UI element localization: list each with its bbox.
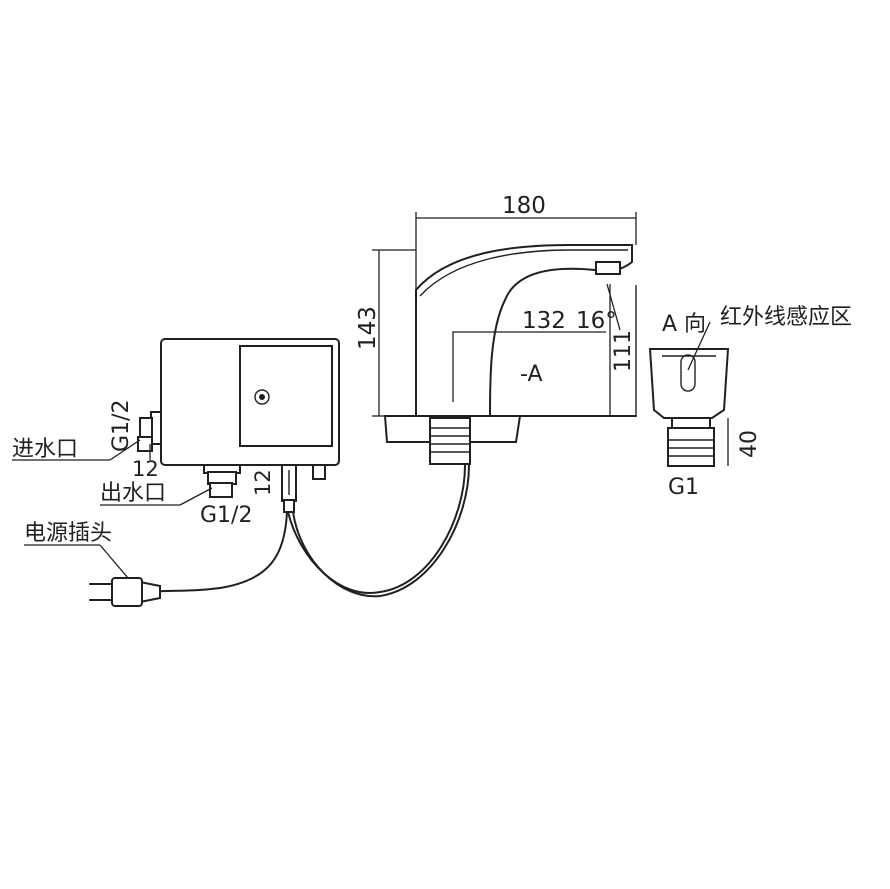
reach-dim-label: 132 [522,308,566,334]
sensor-head [648,348,730,419]
sensor-zone-label: 红外线感应区 [720,305,852,330]
infrared-sensor-window [680,354,696,392]
cable-connector [281,464,326,513]
power-cable [139,511,288,593]
dimension-lines [372,212,637,417]
outlet-dim-label: 12 [251,469,275,496]
faucet-shank [429,417,471,465]
shank-length-dim-label: 40 [737,430,762,458]
faucet-side-view [383,244,637,465]
shank-thread-label: G1 [668,475,699,500]
control-box-panel [239,345,333,447]
indicator-light-dot [259,394,265,400]
control-box [137,338,340,513]
inlet-fitting [137,411,162,452]
height-dim-label: 143 [355,306,381,350]
power-plug-label: 电源插头 [24,521,112,546]
sensor-view-a [648,321,730,467]
view-a-caption: A 向 [662,312,706,337]
sensor-shank [667,427,715,467]
aerator [595,261,621,275]
width-dim-label: 180 [502,193,546,219]
outlet-fitting [203,464,241,498]
angle-dim-label: 16° [576,308,617,334]
section-marker-label: -A [520,362,543,387]
sensor-cable-inner [292,464,470,598]
water-inlet-label: 进水口 [12,437,78,462]
leader-lines [12,439,213,579]
indicator-light-icon [254,389,270,405]
outlet-thread-label: G1/2 [200,503,252,528]
water-outlet-label: 出水口 [100,481,166,506]
inlet-dim-label: 12 [132,457,159,481]
power-plug-icon [89,577,161,607]
sensor-cable [287,464,466,595]
spout-height-dim-label: 111 [611,330,636,372]
inlet-thread-label: G1/2 [109,400,134,452]
